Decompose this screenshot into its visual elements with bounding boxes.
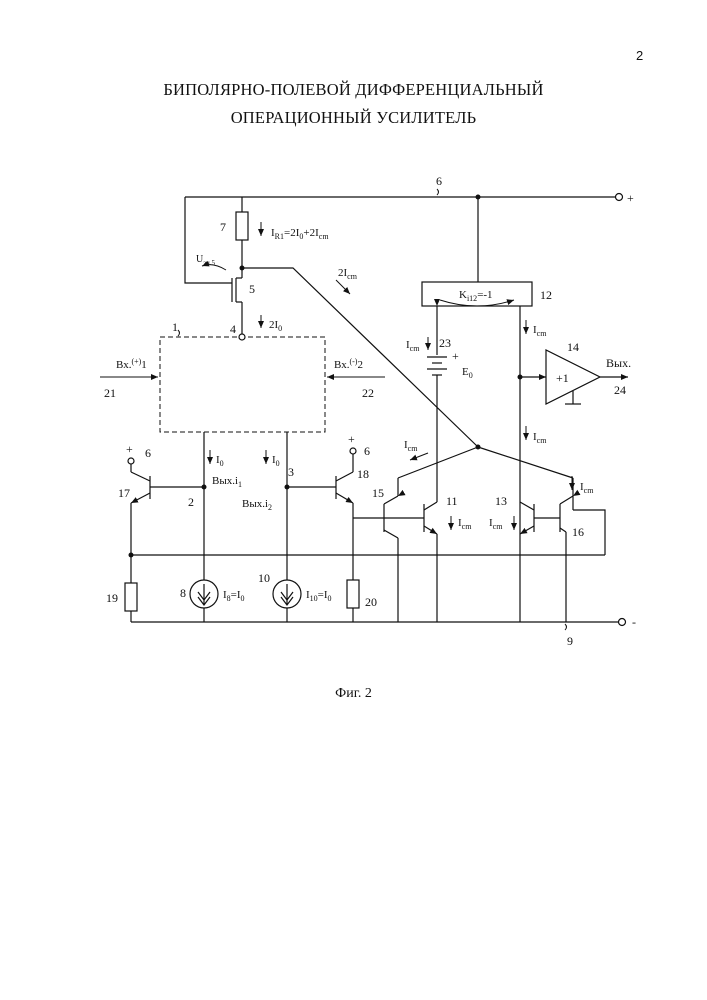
svg-text:I0: I0 (272, 454, 280, 468)
svg-text:23: 23 (439, 336, 451, 350)
transistor-11: 11 Icm (424, 494, 472, 622)
svg-text:Icm: Icm (404, 439, 418, 453)
svg-text:+: + (348, 432, 355, 446)
svg-text:10: 10 (258, 571, 270, 585)
buffer-amplifier-14: +1 14 Вых. 24 (520, 340, 631, 404)
svg-text:I10=I0: I10=I0 (306, 589, 332, 603)
output-current-2: I0 3 Вых.i2 (242, 432, 294, 570)
svg-text:6: 6 (436, 174, 442, 188)
svg-text:2I0: 2I0 (269, 319, 282, 333)
svg-text:8: 8 (180, 586, 186, 600)
svg-text:+: + (126, 442, 133, 456)
svg-text:3: 3 (288, 465, 294, 479)
svg-text:20: 20 (365, 595, 377, 609)
svg-text:Icm: Icm (533, 324, 547, 338)
svg-text:I0: I0 (216, 454, 224, 468)
resistor-20: 20 (347, 580, 377, 622)
svg-text:Вых.: Вых. (606, 356, 631, 370)
transistor-15: 15 (353, 478, 424, 622)
svg-text:4: 4 (230, 322, 236, 336)
current-source-8: 8 I8=I0 (180, 552, 245, 622)
svg-text:Icm: Icm (580, 481, 594, 495)
svg-text:+: + (627, 191, 634, 205)
svg-text:16: 16 (572, 525, 584, 539)
svg-text:7: 7 (220, 220, 226, 234)
svg-text:19: 19 (106, 591, 118, 605)
svg-text:6: 6 (145, 446, 151, 460)
svg-text:2: 2 (188, 495, 194, 509)
svg-text:-: - (632, 615, 636, 629)
svg-text:1: 1 (172, 320, 178, 334)
svg-text:15: 15 (372, 486, 384, 500)
voltage-source-23: 23 + E0 Icm (406, 306, 473, 502)
svg-text:21: 21 (104, 386, 116, 400)
non-inverting-input-21: Вх.(+)1 21 (100, 357, 158, 400)
resistor-7: 7 IR1=2I0+2Icm (220, 197, 329, 271)
svg-text:+: + (452, 349, 459, 363)
svg-text:IR1=2I0+2Icm: IR1=2I0+2Icm (271, 227, 329, 241)
svg-text:22: 22 (362, 386, 374, 400)
svg-text:Icm: Icm (489, 517, 503, 531)
feedback-loop-wire (185, 197, 232, 283)
svg-text:11: 11 (446, 494, 458, 508)
inverting-input-22: Вх.(-)2 22 (327, 357, 385, 400)
transistor-13: 13 Icm (489, 494, 560, 534)
svg-text:Icm: Icm (406, 339, 420, 353)
svg-text:6: 6 (364, 444, 370, 458)
svg-text:E0: E0 (462, 366, 473, 380)
transistor-18: + 6 18 (287, 432, 370, 580)
mirror-output-wire: Icm Icm (518, 306, 548, 622)
svg-text:14: 14 (567, 340, 579, 354)
svg-text:Вых.i1: Вых.i1 (212, 475, 242, 489)
field-effect-transistor-5: 5 Uзи.5 (196, 254, 255, 335)
transistor-16: 16 Icm (560, 476, 605, 622)
svg-text:I8=I0: I8=I0 (223, 589, 245, 603)
svg-text:12: 12 (540, 288, 552, 302)
svg-text:13: 13 (495, 494, 507, 508)
svg-text:Icm: Icm (533, 431, 547, 445)
svg-text:24: 24 (614, 383, 626, 397)
positive-rail: + 6 (185, 174, 634, 205)
svg-text:2Icm: 2Icm (338, 267, 358, 281)
svg-text:Вых.i2: Вых.i2 (242, 498, 272, 512)
current-source-10: 10 I10=I0 (258, 570, 332, 622)
mirror-common-node: Icm (398, 439, 573, 478)
svg-text:17: 17 (118, 486, 130, 500)
svg-text:18: 18 (357, 467, 369, 481)
svg-text:Вх.(+)1: Вх.(+)1 (116, 357, 147, 371)
svg-text:Icm: Icm (458, 517, 472, 531)
resistor-19: 19 (106, 555, 137, 622)
svg-text:Uзи.5: Uзи.5 (196, 254, 215, 267)
svg-text:5: 5 (249, 282, 255, 296)
current-mirror-block-12: Ki12=-1 12 (422, 195, 552, 307)
negative-rail: - 9 (131, 615, 636, 648)
svg-text:+1: +1 (556, 371, 569, 385)
svg-text:Вх.(-)2: Вх.(-)2 (334, 357, 363, 371)
output-current-1: I0 2 Вых.i1 (188, 432, 242, 552)
svg-text:9: 9 (567, 634, 573, 648)
figure-caption: Фиг. 2 (0, 686, 707, 702)
